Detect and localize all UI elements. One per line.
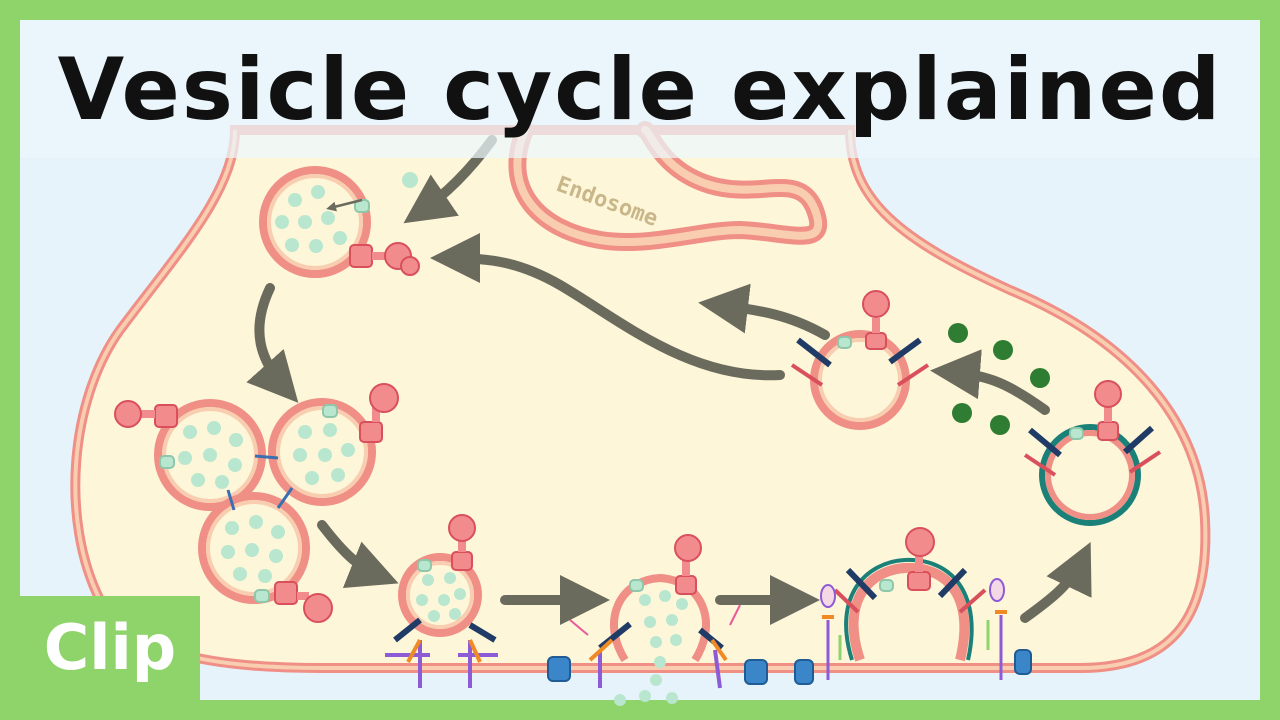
page-title: Vesicle cycle explained bbox=[57, 40, 1223, 140]
arrow-to-endosome bbox=[698, 283, 830, 340]
vesicle-endocytosis bbox=[833, 527, 987, 662]
arrow-endocytosis-to-coated bbox=[1020, 541, 1092, 623]
released-neurotransmitter bbox=[614, 674, 678, 706]
arrow-fill-to-cluster bbox=[246, 283, 299, 403]
clip-badge bbox=[20, 596, 200, 700]
clip-badge-label: Clip bbox=[43, 611, 177, 684]
vesicle-fusing bbox=[598, 534, 724, 668]
endosome bbox=[508, 121, 828, 252]
arrow-uncoating bbox=[930, 349, 1050, 415]
vesicle-cluster bbox=[114, 383, 399, 623]
calcium-channel-icon bbox=[547, 649, 1032, 685]
transmitter-dots bbox=[948, 323, 1050, 435]
proton-pump-icon bbox=[349, 242, 420, 276]
vesicle-clathrin-coated bbox=[1023, 380, 1162, 526]
vesicle-docked bbox=[393, 514, 497, 643]
vesicle-recycled bbox=[790, 290, 930, 430]
arrow-cluster-to-dock bbox=[317, 520, 399, 589]
arrow-recycle-to-filling bbox=[430, 233, 785, 381]
active-zone-proteins bbox=[385, 578, 1007, 689]
synaptotagmin-icon bbox=[820, 578, 1007, 680]
title-band bbox=[20, 20, 1260, 158]
vesicle-filling bbox=[259, 166, 420, 278]
